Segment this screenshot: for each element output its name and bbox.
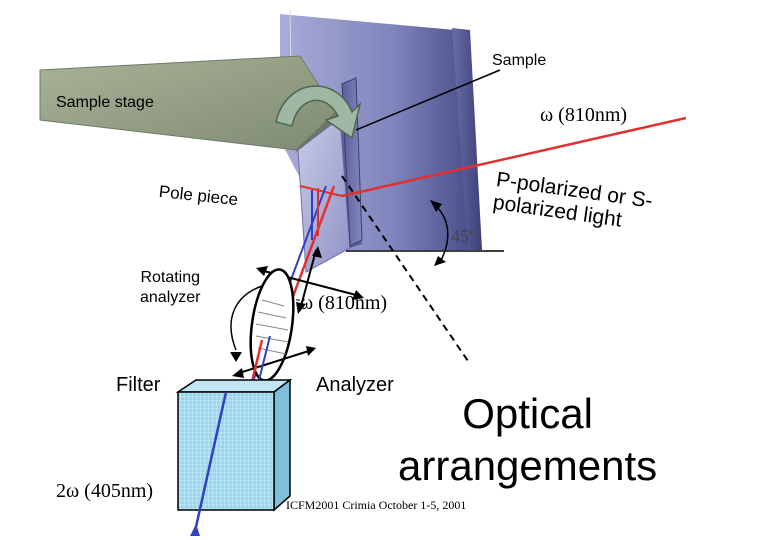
- incident-beam-red: [341, 116, 687, 198]
- angle-label: 45°: [451, 226, 477, 246]
- angle-arrowhead-bottom: [434, 256, 446, 266]
- angle-arrow-icon: [435, 205, 449, 263]
- analyzer-arrow-head-2: [306, 346, 316, 356]
- filter-box: [175, 378, 293, 512]
- pol-arrow-head-3: [312, 246, 322, 258]
- pol-arrow-head-2: [352, 290, 364, 300]
- rotating-analyzer-label: Rotating analyzer: [140, 268, 200, 308]
- omega-810nm-mid-label: ω (810nm): [300, 292, 388, 314]
- analyzer-arrow-head-1: [232, 368, 244, 378]
- title-line-1: Optical: [462, 390, 593, 437]
- output-beam-arrowhead: [190, 524, 200, 536]
- title-line-2: arrangements: [398, 442, 658, 489]
- rotating-analyzer-lens: [249, 268, 295, 382]
- pol-arrow-head-4: [296, 302, 306, 314]
- rotating-line-1: Rotating: [140, 269, 201, 286]
- filter-label: Filter: [116, 374, 161, 396]
- analyzer-rotation-arrowhead: [230, 352, 242, 362]
- slide-title: Optical arrangements: [398, 388, 657, 492]
- sample-pointer: [355, 69, 501, 131]
- sample-label: Sample: [492, 52, 547, 69]
- angle-arrowhead-top: [430, 200, 442, 212]
- output-beam-blue: [192, 391, 228, 537]
- dashed-beam-path: [341, 175, 471, 365]
- omega-810nm-top-label: ω (810nm): [540, 104, 628, 126]
- rotating-line-2: analyzer: [140, 289, 201, 306]
- sample-stage-label: Sample stage: [56, 94, 154, 111]
- footer-text: ICFM2001 Crimia October 1-5, 2001: [286, 498, 467, 512]
- pol-arrow-head-1: [256, 266, 268, 276]
- incident-beam-red-shadow: [299, 185, 343, 197]
- analyzer-rotation-arrow-icon: [230, 285, 263, 351]
- two-omega-405nm-label: 2ω (405nm): [56, 480, 154, 502]
- analyzer-label: Analyzer: [316, 374, 394, 396]
- rotate-arrow-icon: [275, 85, 362, 140]
- analyzer-cross: [235, 349, 313, 375]
